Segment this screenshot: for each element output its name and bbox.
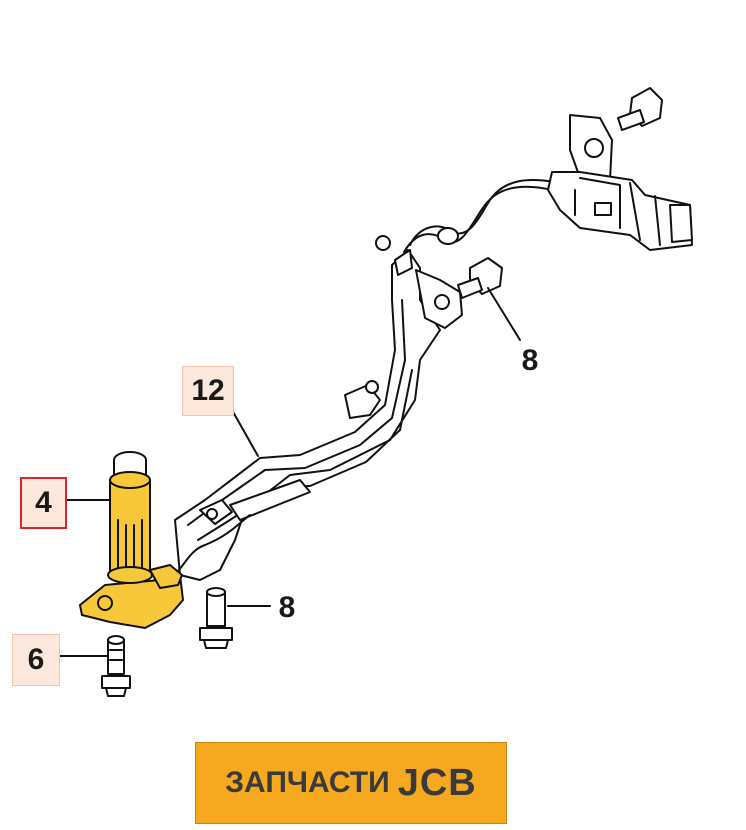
brand-banner: ЗАПЧАСТИ JCB [195, 742, 507, 824]
callout-8-bottom[interactable]: 8 [278, 591, 296, 624]
harness-bracket[interactable] [174, 249, 463, 581]
brand-text: ЗАПЧАСТИ [225, 766, 390, 799]
sensor-cable [171, 179, 556, 579]
bolt-top[interactable] [457, 87, 663, 299]
brand-logo: JCB [397, 761, 477, 804]
callout-8-top[interactable]: 8 [521, 344, 539, 377]
bolt-6[interactable] [101, 635, 131, 697]
speed-sensor[interactable] [79, 451, 184, 629]
harness-connector[interactable] [547, 114, 693, 251]
bolt-lower[interactable] [199, 587, 233, 649]
callout-12[interactable]: 12 [182, 366, 234, 416]
callout-4[interactable]: 4 [20, 477, 67, 529]
callout-6[interactable]: 6 [12, 634, 60, 686]
leader-lines [59, 287, 521, 657]
